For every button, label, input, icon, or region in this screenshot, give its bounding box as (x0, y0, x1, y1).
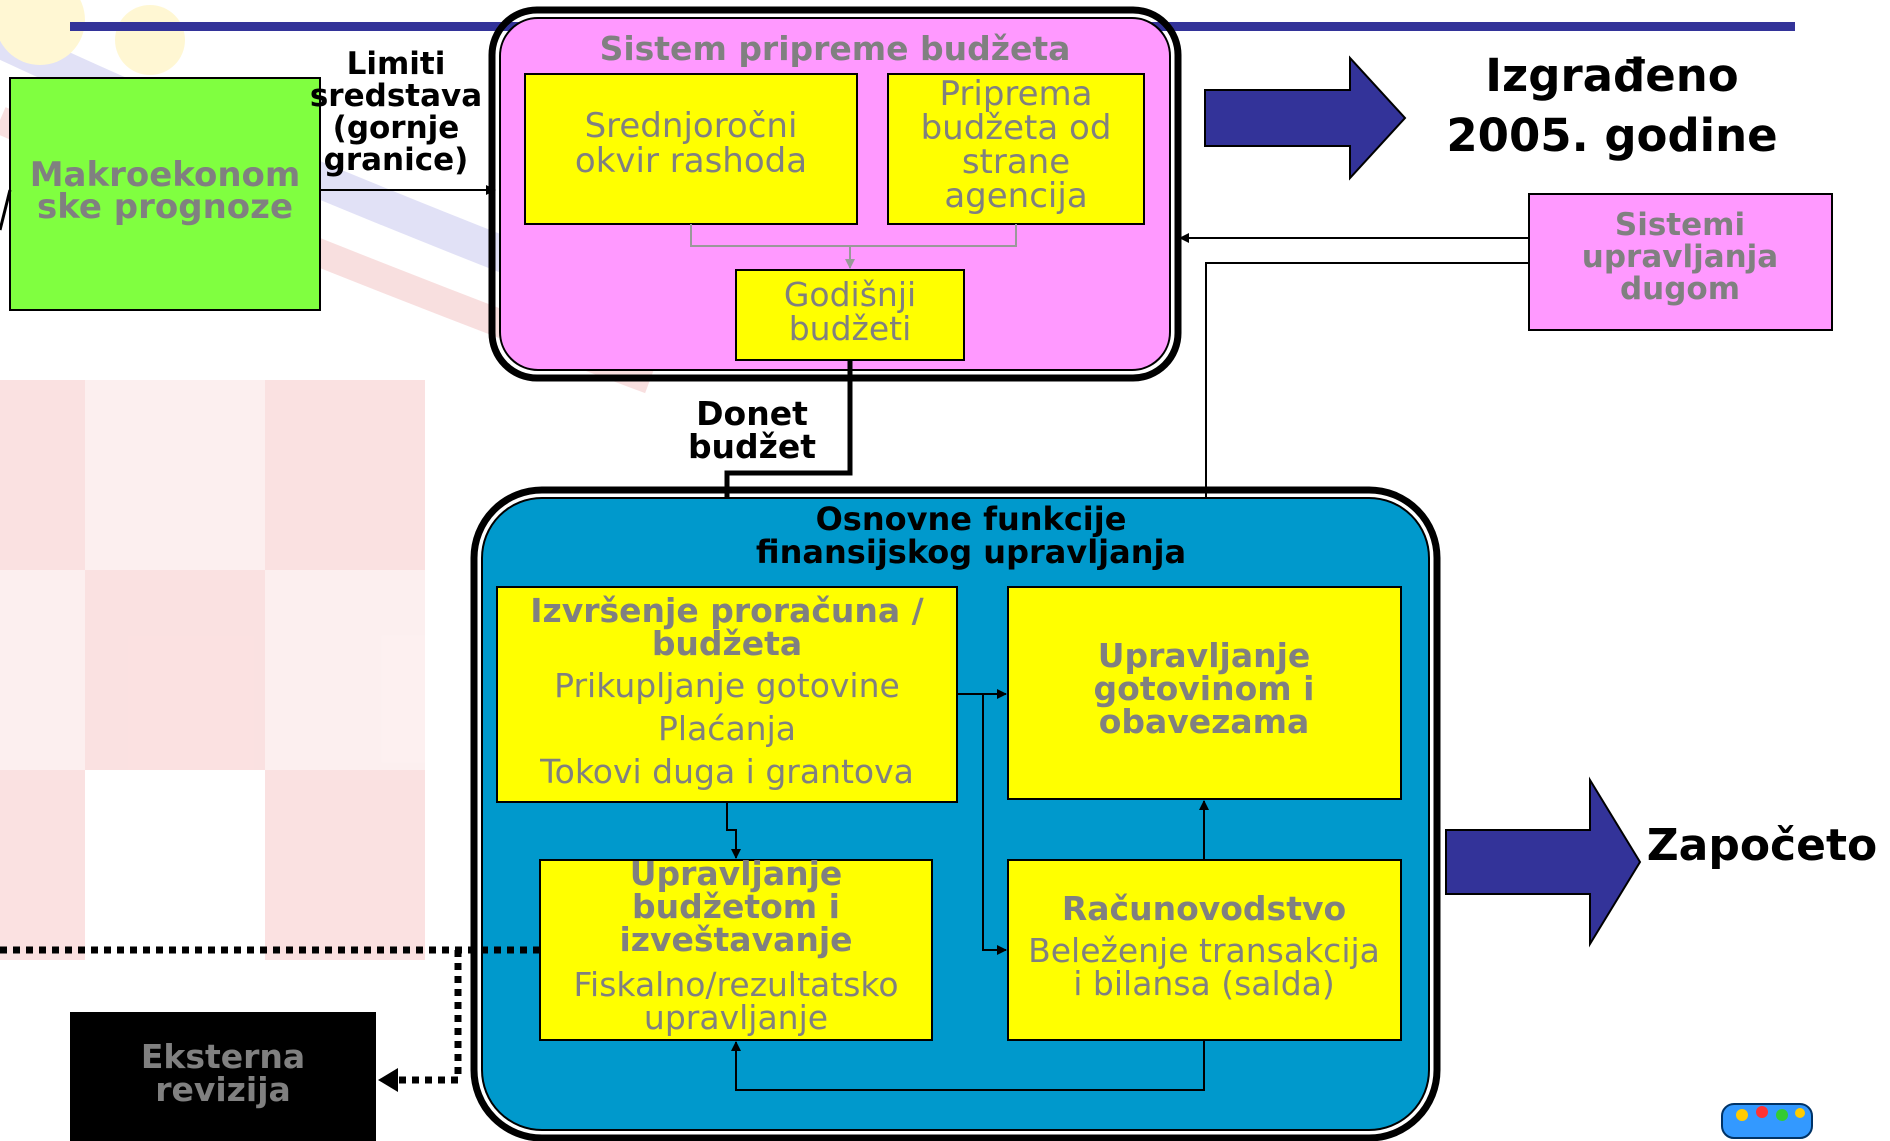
budget-reporting-title-line1: Upravljanje (630, 854, 843, 893)
budget-execution-title-line2: budžeta (652, 624, 802, 663)
built-arrow (1204, 55, 1407, 181)
annual-budgets-line1: Godišnji (784, 275, 916, 314)
medium-term-framework-line2: okvir rashoda (575, 141, 807, 181)
annual-budgets-line2: budžeti (789, 309, 912, 348)
medium-term-framework-line1: Srednjoročni (585, 106, 798, 146)
budget-preparation-system: Sistem pripreme budžeta Srednjoročni okv… (488, 6, 1182, 382)
accounting-box: Računovodstvo Beleženje transakcija i bi… (1007, 859, 1402, 1041)
cash-management-line3: obavezama (1099, 702, 1310, 741)
internal-flows (726, 689, 1209, 1091)
core-functions-title-line1: Osnovne funkcije (816, 500, 1127, 538)
cash-management-line2: gotovinom i (1094, 669, 1315, 708)
adopted-budget-line2: budžet (688, 427, 816, 466)
built-label: Izgrađeno 2005. godine (1446, 49, 1777, 162)
logo-icon (1721, 1103, 1813, 1139)
budget-execution-item-2: Plaćanja (658, 709, 796, 748)
agency-preparation-line2: budžeta od (921, 108, 1112, 148)
limits-line1: Limiti (347, 46, 446, 82)
agency-preparation-line3: strane (962, 142, 1070, 182)
budget-execution-box: Izvršenje proračuna / budžeta Prikupljan… (496, 586, 958, 803)
core-functions-block: Osnovne funkcije finansijskog upravljanj… (470, 486, 1441, 1141)
limits-line2: sredstava (310, 78, 482, 114)
built-line2: 2005. godine (1446, 109, 1777, 162)
external-audit-box: Eksterna revizija (70, 1012, 376, 1141)
agency-preparation-line4: agencija (944, 176, 1087, 216)
connector-lines (690, 224, 1017, 269)
accounting-title: Računovodstvo (1062, 889, 1346, 928)
macroeconomic-forecasts-line1: Makroekonom (30, 155, 301, 195)
macroeconomic-forecasts-box: Makroekonom ske prognoze (9, 77, 321, 311)
budget-reporting-box: Upravljanje budžetom i izveštavanje Fisk… (539, 854, 933, 1041)
budget-reporting-item-2: upravljanje (644, 998, 828, 1037)
built-line1: Izgrađeno (1485, 49, 1738, 102)
cash-management-box: Upravljanje gotovinom i obavezama (1007, 586, 1402, 800)
budget-reporting-title-line2: budžetom i (632, 887, 840, 926)
debt-management-box: Sistemi upravljanja dugom (1528, 193, 1833, 331)
adopted-budget-line1: Donet (696, 394, 808, 433)
budget-reporting-item-1: Fiskalno/rezultatsko (573, 965, 898, 1004)
budget-execution-item-1: Prikupljanje gotovine (554, 666, 900, 705)
medium-term-framework-box: Srednjoročni okvir rashoda (524, 73, 858, 225)
external-audit-line1: Eksterna (141, 1037, 305, 1076)
accounting-item-2: i bilansa (salda) (1073, 964, 1335, 1003)
debt-management-line2: upravljanja (1582, 239, 1778, 275)
background-decoration (0, 0, 707, 960)
external-audit-line2: revizija (155, 1070, 291, 1109)
debt-management-line3: dugom (1620, 271, 1740, 307)
budget-execution-title-line1: Izvršenje proračuna / (530, 591, 924, 630)
annual-budgets-box: Godišnji budžeti (735, 269, 965, 361)
budget-execution-item-3: Tokovi duga i grantova (539, 752, 914, 791)
debt-management-line1: Sistemi (1615, 207, 1745, 243)
audit-dotted-connectors (0, 946, 540, 1092)
macroeconomic-forecasts-line2: ske prognoze (37, 187, 293, 227)
adopted-budget-label: Donet budžet (688, 394, 816, 466)
budget-preparation-title: Sistem pripreme budžeta (600, 29, 1071, 68)
budget-reporting-title-line3: izveštavanje (619, 920, 852, 959)
limits-label: Limiti sredstava (gornje granice) (310, 46, 482, 178)
agency-preparation-box: Priprema budžeta od strane agencija (887, 73, 1145, 225)
started-label: Započeto (1647, 820, 1878, 871)
started-arrow (1445, 776, 1642, 948)
agency-preparation-line1: Priprema (939, 74, 1092, 114)
accounting-item-1: Beleženje transakcija (1028, 931, 1380, 970)
debt-to-cash-arrow (1201, 262, 1529, 587)
left-edge-arrow (0, 189, 12, 231)
core-functions-title-line2: finansijskog upravljanja (756, 533, 1186, 571)
cash-management-line1: Upravljanje (1098, 636, 1311, 675)
limits-line3: (gornje (333, 110, 460, 146)
limits-line4: granice) (324, 142, 469, 178)
